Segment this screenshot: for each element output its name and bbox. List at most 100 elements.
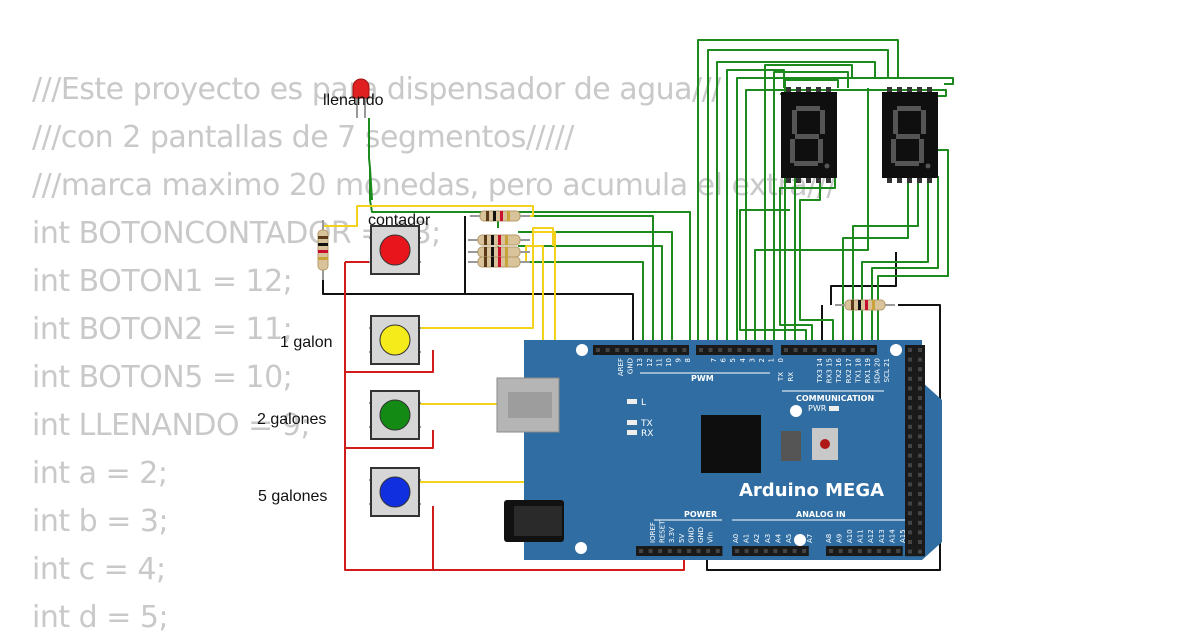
- header-pin: [908, 472, 912, 477]
- header-pin: [877, 549, 881, 553]
- wire: [706, 304, 941, 571]
- display-pin: [887, 87, 892, 92]
- mount-hole: [790, 405, 802, 417]
- mount-hole: [576, 344, 588, 356]
- header-strip: [826, 546, 903, 556]
- header-pin: [596, 348, 600, 352]
- mount-hole: [575, 542, 587, 554]
- display-pin: [917, 178, 922, 183]
- tx-led: [627, 420, 637, 425]
- header-strip: [696, 345, 773, 355]
- resistor-band: [318, 250, 328, 253]
- header-strip: [593, 345, 689, 355]
- header-pin: [727, 348, 732, 352]
- board-name: Arduino MEGA: [739, 480, 884, 501]
- wire: [344, 262, 685, 571]
- pin-label: 5V: [678, 534, 686, 543]
- header-pin: [918, 396, 922, 400]
- resistor-band: [858, 300, 861, 310]
- contador-label: contador: [368, 212, 431, 229]
- header-strip: [905, 345, 915, 557]
- display-pin: [826, 178, 831, 183]
- wire: [852, 178, 919, 350]
- btn1-label: 1 galon: [280, 334, 333, 351]
- pin-label: A12: [867, 529, 875, 543]
- code-line: ///Este proyecto es para dispensador de …: [32, 72, 721, 107]
- header-pin: [918, 549, 922, 554]
- header-pin: [803, 348, 808, 352]
- pin-label: SDA 20: [874, 358, 882, 384]
- resistors: [317, 210, 895, 311]
- tx-led-label: TX: [640, 419, 653, 429]
- resistor-band: [491, 247, 494, 257]
- pin-label: A7: [806, 534, 814, 543]
- pin-label: RESET: [659, 520, 667, 543]
- header-pin: [784, 348, 788, 352]
- pin-label: TX3 14: [816, 357, 824, 383]
- wire: [754, 88, 869, 350]
- pwr-led: [829, 406, 839, 411]
- code-line: int a = 2;: [32, 456, 168, 491]
- pin-label: 0: [777, 358, 785, 362]
- pin-label: A0: [732, 534, 740, 543]
- header-pin: [822, 348, 827, 352]
- pin-label: 3.3V: [668, 527, 676, 543]
- display-pin: [796, 87, 801, 92]
- galones-5-button[interactable]: [370, 467, 420, 517]
- header-pin: [644, 348, 648, 352]
- pin-label: A8: [825, 534, 833, 543]
- pin-label: SCL 21: [883, 358, 891, 382]
- power-label: POWER: [684, 510, 717, 519]
- reset-button-cap[interactable]: [820, 439, 830, 449]
- pin-label: 4: [739, 357, 747, 362]
- decimal-point: [925, 163, 931, 169]
- pin-label: 12: [646, 358, 654, 367]
- resistor-band: [498, 247, 501, 257]
- galon-1-button-cap[interactable]: [379, 324, 411, 356]
- header-pin: [918, 520, 922, 525]
- header-pin: [667, 549, 672, 553]
- header-strip: [732, 546, 809, 556]
- pin-label: A2: [753, 534, 761, 543]
- pin-label: IOREF: [649, 522, 657, 543]
- resistor-band: [318, 257, 328, 260]
- contador-button[interactable]: [370, 225, 420, 275]
- header-pin: [918, 530, 922, 535]
- header-pin: [908, 501, 912, 506]
- pwr-led-label: PWR: [808, 404, 827, 413]
- contador-button-cap[interactable]: [379, 234, 411, 266]
- header-pin: [918, 357, 922, 362]
- pin-label: 7: [710, 358, 718, 362]
- header-pin: [908, 511, 912, 516]
- header-pin: [812, 348, 817, 352]
- pin-label: A11: [857, 529, 865, 543]
- header-pin: [908, 386, 912, 391]
- pin-label: TX: [777, 372, 785, 382]
- header-pin: [918, 444, 922, 448]
- segment: [891, 139, 896, 163]
- galones-5-button-cap[interactable]: [379, 476, 411, 508]
- display-pin: [897, 178, 902, 183]
- microcontroller-chip: [701, 415, 761, 473]
- header-pin: [908, 530, 912, 535]
- pin-label: A6: [796, 533, 804, 543]
- pin-label: RX: [787, 372, 795, 382]
- wire: [784, 79, 839, 350]
- resistor-band: [505, 235, 508, 245]
- pin-label: A13: [878, 529, 886, 543]
- header-pin: [634, 348, 639, 352]
- header-strip: [915, 345, 925, 557]
- display-pin: [887, 178, 892, 183]
- header-pin: [908, 415, 912, 420]
- header-pin: [832, 348, 836, 352]
- header-pin: [737, 348, 742, 352]
- header-pin: [605, 348, 610, 352]
- header-pin: [857, 549, 862, 553]
- display-pin: [927, 178, 932, 183]
- galones-2-button-cap[interactable]: [379, 399, 411, 431]
- header-pin: [841, 348, 846, 352]
- pin-label: A4: [774, 533, 782, 543]
- led-llenando: [352, 78, 370, 118]
- pin-label: 2: [758, 358, 766, 362]
- resistor-band: [498, 257, 501, 267]
